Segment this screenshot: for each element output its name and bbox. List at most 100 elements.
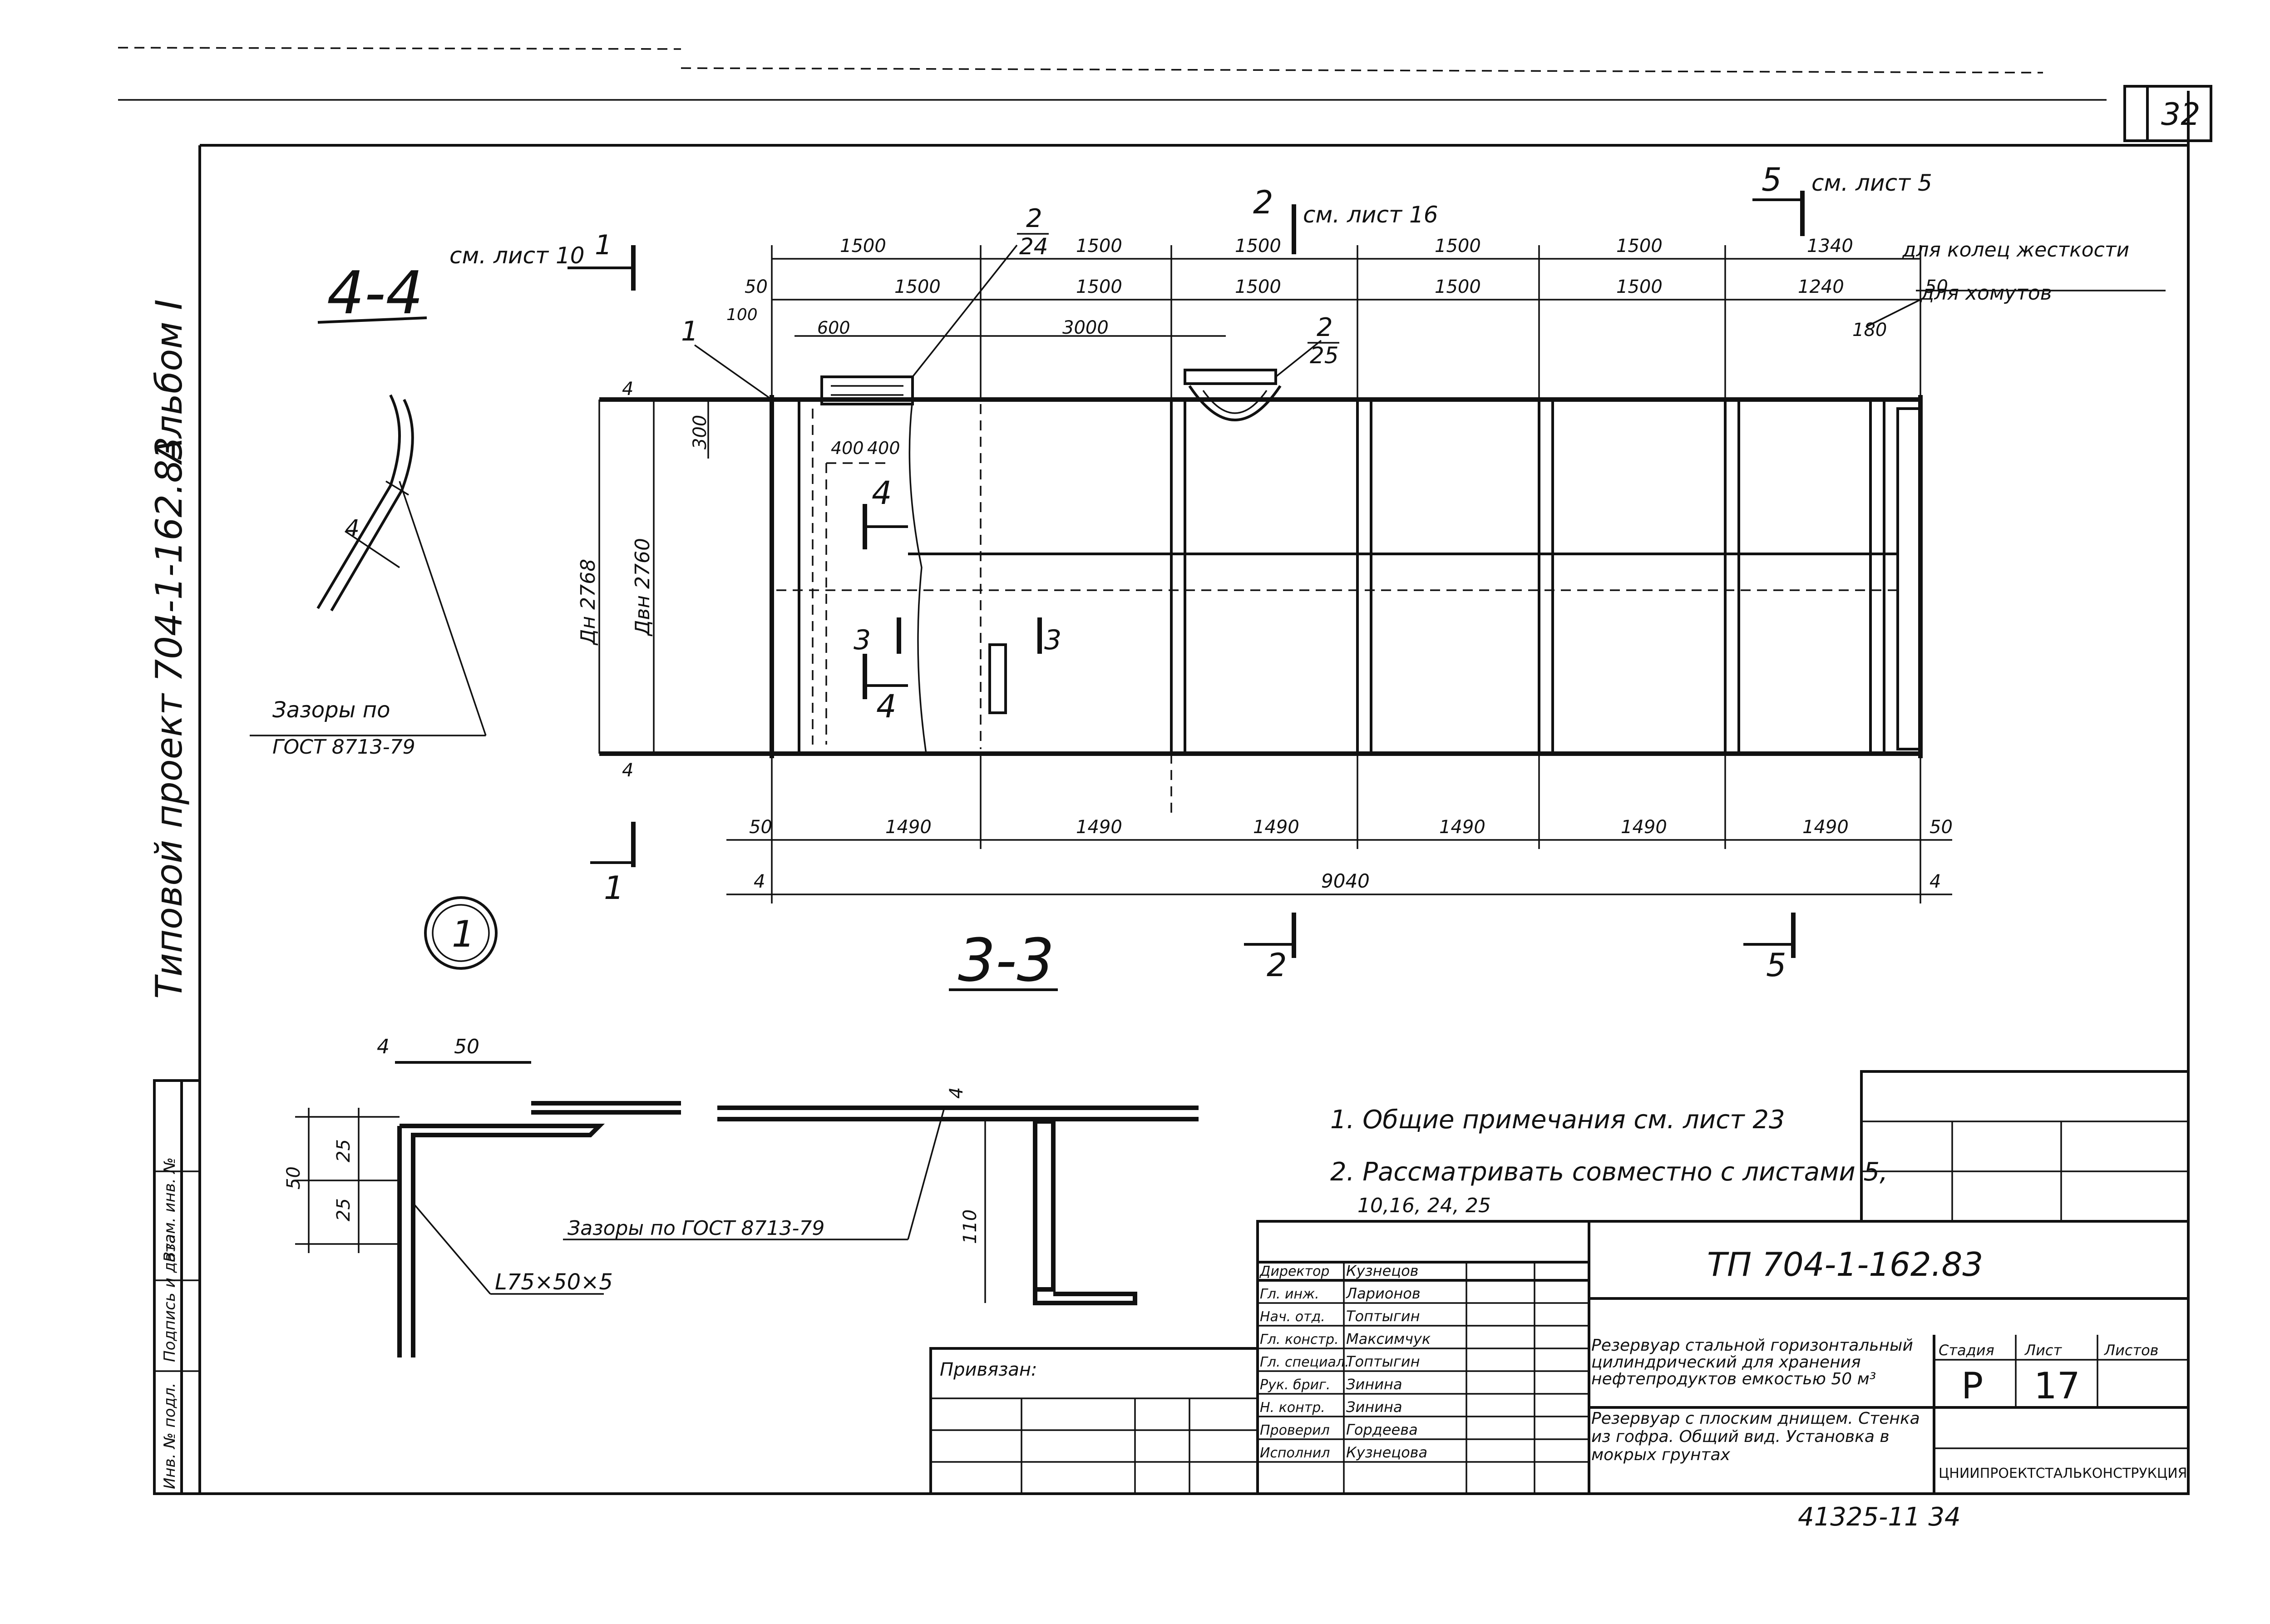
sign-name-5: Зинина (1346, 1376, 1402, 1393)
stage-value: Р (1961, 1365, 1983, 1407)
top-dim-r2-5: 1240 (1798, 276, 1844, 297)
cut-3-right: 3 (1044, 624, 1061, 656)
dim-3000: 3000 (1062, 317, 1109, 338)
dim-4-bottom: 4 (622, 760, 633, 781)
side-stamp (153, 1079, 201, 1495)
sign-role-8: Исполнил (1260, 1445, 1330, 1461)
reference-circle-label: 1 (452, 913, 475, 955)
top-dim-r1-0: 1500 (840, 236, 886, 257)
top-dim-r2-4: 1500 (1616, 276, 1663, 297)
ref-top-mid: см. лист 16 (1303, 202, 1438, 228)
title-privyazan: Привязан: (940, 1359, 1037, 1380)
callout-2-25-den: 25 (1310, 342, 1339, 369)
corner-sheet-number: 32 (2161, 97, 2201, 133)
section-4-4-title: 4-4 (327, 258, 423, 327)
sign-role-6: Н. контр. (1260, 1400, 1325, 1416)
sign-role-2: Нач. отд. (1260, 1309, 1325, 1325)
bottom-dim-1: 1490 (1076, 817, 1122, 838)
title-sheet: Резервуар с плоским днищем. Стенка из го… (1591, 1410, 1920, 1464)
sheet-label: Лист (2024, 1342, 2062, 1359)
side-album-caption: Альбом I (148, 299, 190, 465)
sheet-no-value: 17 (2034, 1365, 2080, 1407)
bottom-50-left: 50 (749, 817, 772, 838)
cut-1-bottom: 1 (604, 869, 624, 907)
top-dim-r1-1: 1500 (1076, 236, 1122, 257)
overall-4-right: 4 (1930, 871, 1941, 892)
section-3-3-title: 3-3 (958, 926, 1054, 995)
note-rings: для колец жесткости (1902, 238, 2129, 262)
detail-dim-25b: 25 (333, 1198, 354, 1221)
top-dim-r2-3: 1500 (1435, 276, 1481, 297)
cut-2-bottom: 2 (1267, 947, 1287, 984)
reference-circle (424, 896, 498, 970)
title-object-box: Резервуар стальной горизонтальный цилинд… (1591, 1337, 1913, 1387)
dim-50-right: 50 (1925, 276, 1948, 297)
dim-50-left: 50 (745, 276, 768, 297)
side-project-caption: Типовой проект 704-1-162.83 (148, 437, 190, 999)
bottom-dim-0: 1490 (885, 817, 932, 838)
detail-dim-110: 110 (960, 1209, 981, 1244)
sign-name-3: Максимчук (1346, 1330, 1431, 1348)
sign-name-1: Ларионов (1346, 1285, 1421, 1302)
callout-1: 1 (681, 316, 698, 347)
title-block (929, 1070, 2190, 1495)
cut-5-bottom: 5 (1766, 947, 1786, 984)
overall-dim: 9040 (1321, 870, 1370, 892)
detail-tee (563, 1106, 1199, 1305)
dim-600: 600 (817, 318, 850, 338)
sign-name-2: Топтыгин (1346, 1308, 1420, 1325)
sign-name-4: Топтыгин (1346, 1353, 1420, 1370)
dim-180: 180 (1852, 320, 1887, 341)
cut-3-left: 3 (854, 624, 871, 656)
top-dim-r1-3: 1500 (1435, 236, 1481, 257)
dim-100: 100 (726, 306, 758, 324)
note-1: 1. Общие примечания см. лист 23 (1330, 1105, 1785, 1135)
stage-label: Стадия (1939, 1342, 1994, 1359)
side-stamp-inv: Инв. № подл. (161, 1382, 179, 1489)
side-stamp-sign: Подпись и дата (161, 1234, 179, 1362)
note-2: 2. Рассматривать совместно с листами 5, (1330, 1157, 1888, 1187)
callout-2-24-num: 2 (1026, 204, 1042, 233)
sign-role-5: Рук. бриг. (1260, 1377, 1330, 1393)
cut-5-top: 5 (1762, 161, 1782, 198)
detail-angle-label: L75×50×5 (495, 1269, 613, 1295)
section-3-3 (568, 191, 2166, 958)
top-dim-r1-4: 1500 (1616, 236, 1663, 257)
detail-dim-4: 4 (377, 1035, 390, 1058)
bottom-dim-3: 1490 (1439, 817, 1485, 838)
bottom-dim-4: 1490 (1621, 817, 1667, 838)
top-dim-r2-0: 1500 (894, 276, 941, 297)
overall-4-left: 4 (754, 871, 765, 892)
ref-top-right: см. лист 5 (1811, 170, 1932, 196)
top-dim-r1-5: 1340 (1807, 236, 1853, 257)
org-name: ЦНИИПРОЕКТСТАЛЬКОНСТРУКЦИЯ (1939, 1466, 2187, 1481)
dim-dvn: Двн 2760 (631, 538, 654, 637)
bottom-code: 41325-11 34 (1798, 1502, 1961, 1532)
sign-name-8: Кузнецова (1346, 1444, 1427, 1461)
bottom-dim-5: 1490 (1802, 817, 1849, 838)
cut-1-top: 1 (595, 229, 612, 261)
sign-name-6: Зинина (1346, 1398, 1402, 1416)
sign-name-0: Кузнецов (1346, 1262, 1419, 1279)
cut-4-upper: 4 (872, 474, 892, 512)
top-edge-lines (118, 47, 2107, 101)
detail-gap-note: Зазоры по ГОСТ 8713-79 (568, 1217, 824, 1240)
detail-dim-25a: 25 (333, 1139, 354, 1162)
side-stamp-replace: Взам. инв. № (161, 1157, 179, 1262)
detail-dim-50-top: 50 (454, 1035, 479, 1058)
title-sheet-box: Резервуар с плоским днищем. Стенка из го… (1591, 1410, 1920, 1464)
bottom-dim-2: 1490 (1253, 817, 1299, 838)
sign-role-1: Гл. инж. (1260, 1286, 1319, 1302)
reference-circle-inner (432, 904, 490, 962)
dim-300: 300 (690, 415, 711, 449)
callout-2-24-den: 24 (1019, 233, 1048, 260)
detail-angle (295, 1061, 681, 1357)
section-4-4-gap-note-2: ГОСТ 8713-79 (272, 735, 415, 759)
cut-2-top: 2 (1253, 184, 1273, 221)
section-4-4-dim: 4 (345, 515, 360, 541)
top-dim-r1-2: 1500 (1235, 236, 1281, 257)
ref-top-left: см. лист 10 (449, 242, 585, 269)
title-designation: ТП 704-1-162.83 (1707, 1245, 1983, 1283)
section-4-4: 4-4 4 Зазоры по ГОСТ 8713-79 (250, 258, 487, 759)
